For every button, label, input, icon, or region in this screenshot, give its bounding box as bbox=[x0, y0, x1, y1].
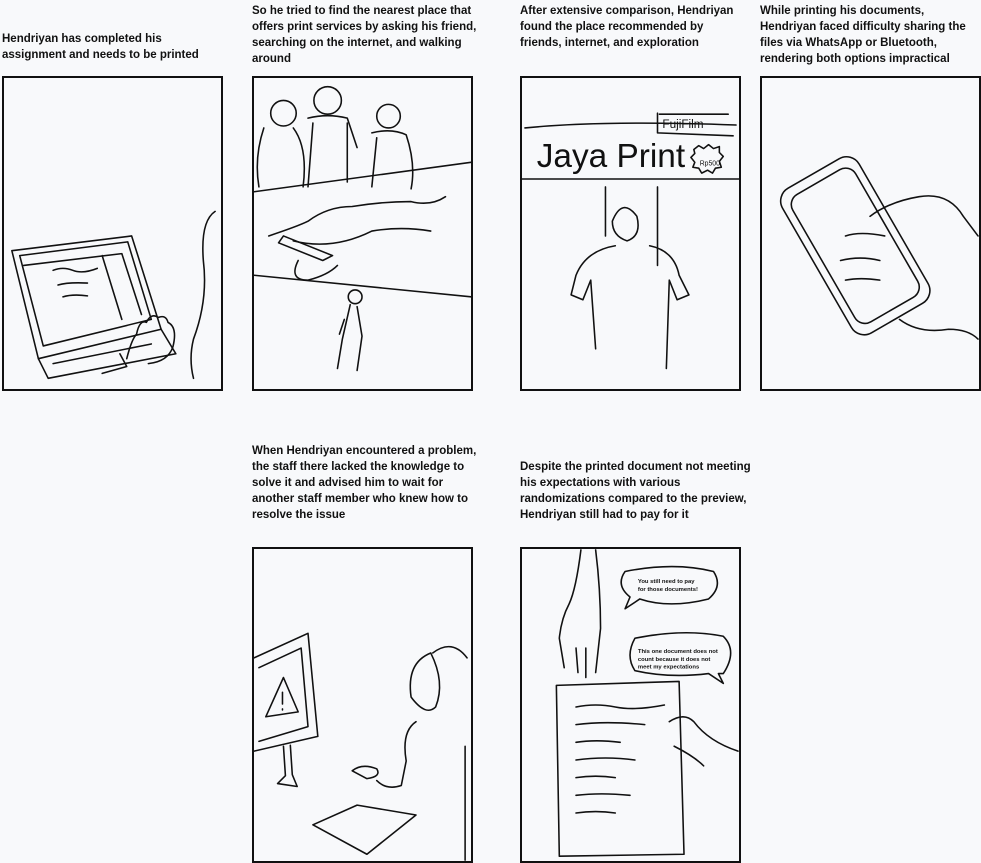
laptop-sketch-icon bbox=[11, 210, 216, 380]
panel-phone-sketch bbox=[760, 76, 981, 391]
payment-sketch-icon: You still need to pay for those document… bbox=[555, 549, 739, 857]
staff-speech-line-1: You still need to pay bbox=[638, 579, 695, 585]
phone-in-hand-sketch-icon bbox=[779, 156, 979, 340]
panel-6-caption: Despite the printed document not meeting… bbox=[520, 461, 751, 521]
price-tag-text: Rp500 bbox=[700, 160, 720, 167]
panel-laptop-sketch bbox=[2, 76, 223, 391]
staff-speech-line-2: for those documents! bbox=[638, 587, 698, 593]
shop-sign-text: Jaya Print bbox=[537, 138, 686, 175]
computer-warning-sketch-icon bbox=[254, 632, 468, 861]
panel-1-caption: Hendriyan has completed his assignment a… bbox=[2, 33, 199, 61]
panel-3-caption: After extensive comparison, Hendriyan fo… bbox=[520, 5, 734, 49]
customer-speech-line-1: This one document does not bbox=[638, 649, 718, 655]
brand-sign-text: FujiFilm bbox=[662, 118, 703, 131]
panel-payment-sketch: You still need to pay for those document… bbox=[520, 547, 741, 863]
customer-speech-line-3: meet my expectations bbox=[638, 665, 700, 671]
panel-5-caption: When Hendriyan encountered a problem, th… bbox=[252, 445, 477, 521]
panel-4-caption: While printing his documents, Hendriyan … bbox=[760, 5, 966, 65]
panel-2-caption: So he tried to find the nearest place th… bbox=[252, 5, 477, 65]
panel-computer-warning-sketch bbox=[252, 547, 473, 863]
customer-speech-line-2: count because it does not bbox=[638, 657, 711, 663]
searching-sketch-icon bbox=[254, 85, 471, 372]
print-shop-sketch-icon: FujiFilm Jaya Print Rp500 bbox=[522, 112, 739, 370]
panel-print-shop-sketch: FujiFilm Jaya Print Rp500 bbox=[520, 76, 741, 391]
panel-searching-sketch bbox=[252, 76, 473, 391]
